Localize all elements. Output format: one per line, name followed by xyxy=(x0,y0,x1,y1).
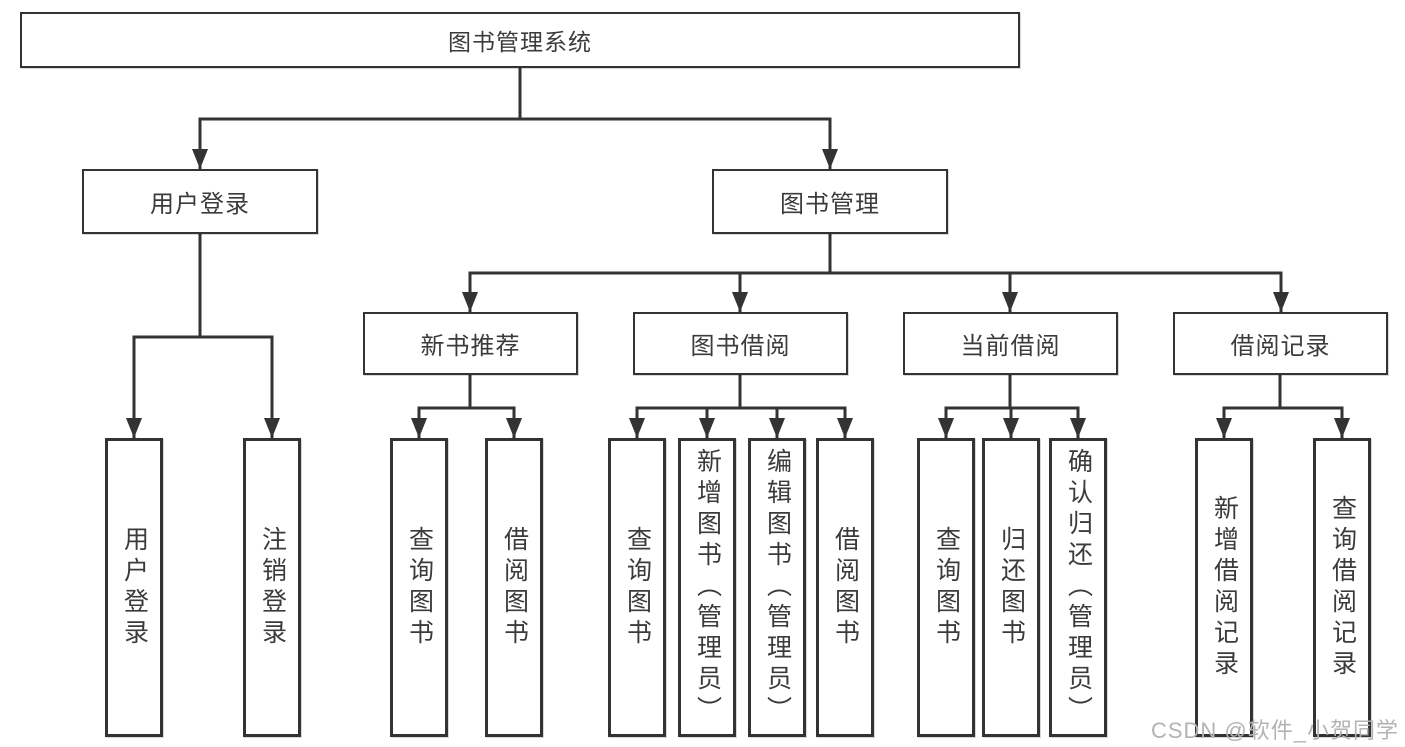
csdn-watermark: CSDN @软件_小贺同学 xyxy=(1150,718,1399,743)
node-book-management: 图书管理 xyxy=(712,169,948,234)
leaf-return-books: 归还图书 xyxy=(982,438,1040,737)
leaf-logout: 注销登录 xyxy=(243,438,301,737)
leaf-confirm-return-admin: 确认归还（管理员） xyxy=(1049,438,1107,737)
leaf-borrow-books: 借阅图书 xyxy=(816,438,874,737)
leaf-add-books-admin: 新增图书（管理员） xyxy=(678,438,736,737)
leaf-user-login: 用户登录 xyxy=(105,438,163,737)
node-new-book-recommendation: 新书推荐 xyxy=(363,312,578,375)
node-library-management-system: 图书管理系统 xyxy=(20,12,1020,68)
leaf-borrow-books-recommend: 借阅图书 xyxy=(485,438,543,737)
leaf-query-borrow-record: 查询借阅记录 xyxy=(1313,438,1371,737)
leaf-query-books-recommend: 查询图书 xyxy=(390,438,448,737)
node-user-login: 用户登录 xyxy=(82,169,318,234)
leaf-query-books-borrowing: 查询图书 xyxy=(608,438,666,737)
leaf-query-books-current: 查询图书 xyxy=(917,438,975,737)
leaf-edit-books-admin: 编辑图书（管理员） xyxy=(748,438,806,737)
leaf-add-borrow-record: 新增借阅记录 xyxy=(1195,438,1253,737)
node-borrowing-records: 借阅记录 xyxy=(1173,312,1388,375)
node-book-borrowing: 图书借阅 xyxy=(633,312,848,375)
node-current-borrowing: 当前借阅 xyxy=(903,312,1118,375)
